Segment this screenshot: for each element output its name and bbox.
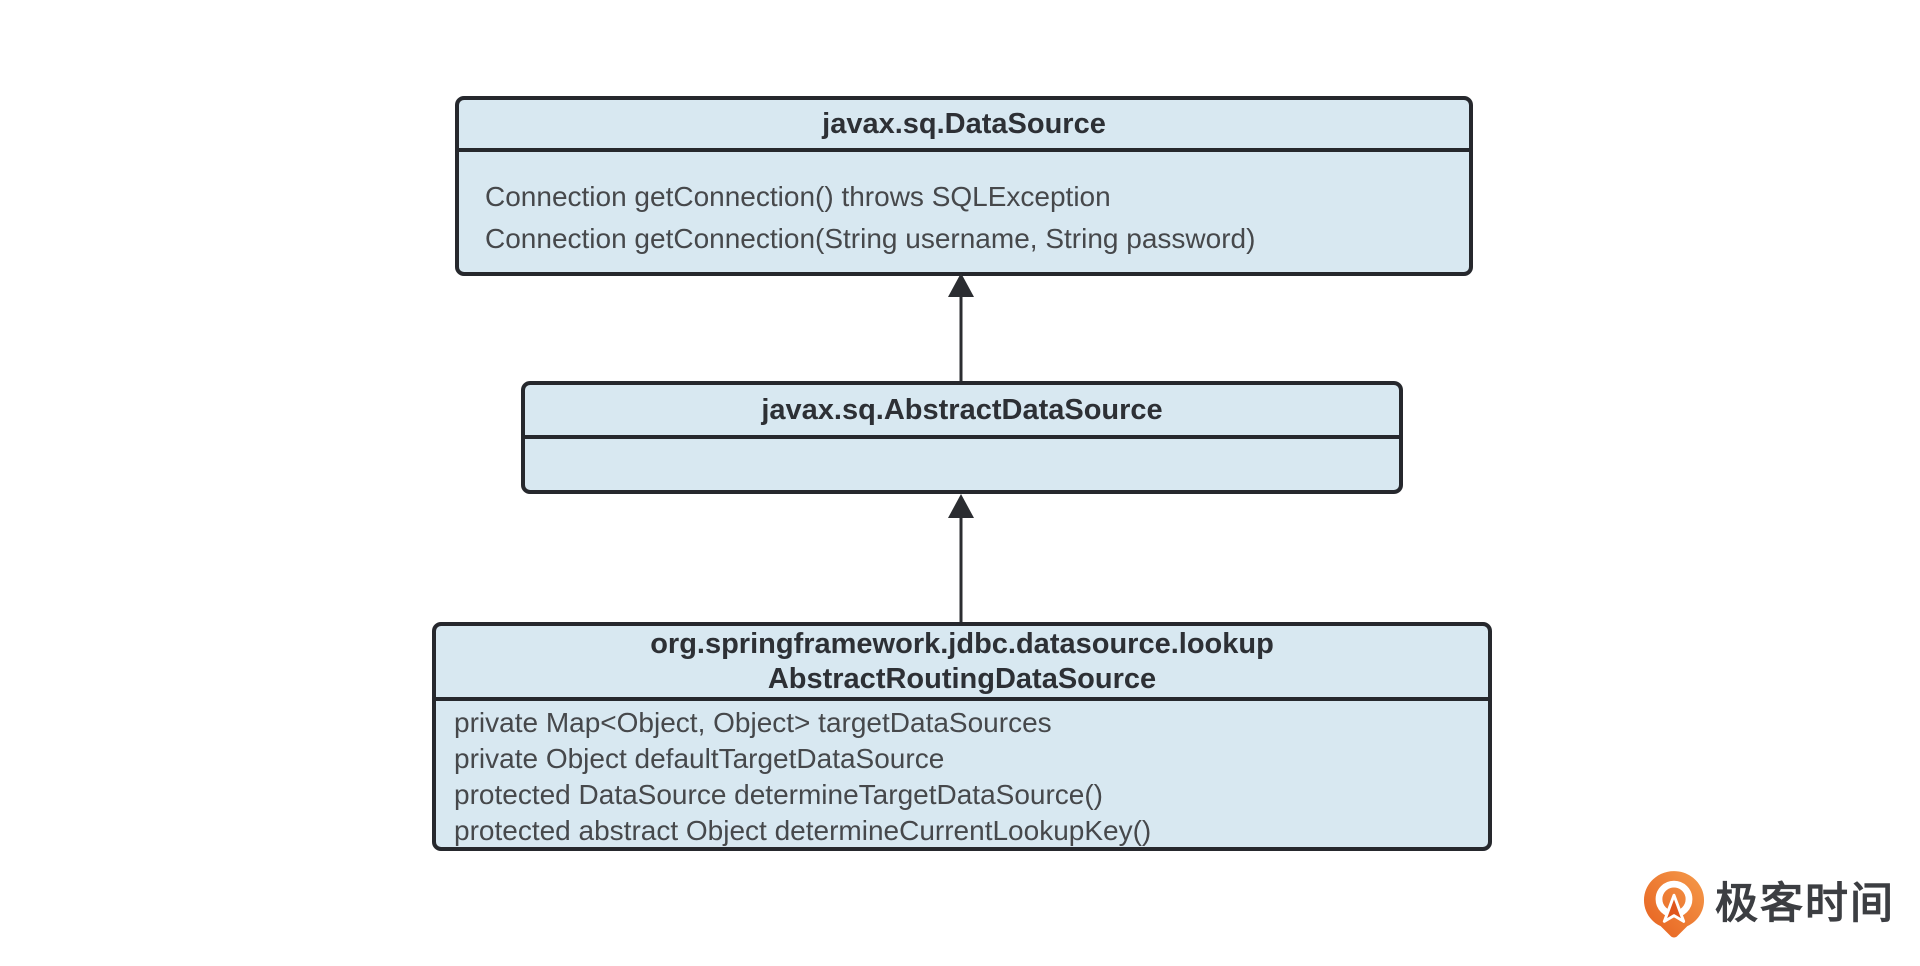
class-title-package: org.springframework.jdbc.datasource.look… xyxy=(650,627,1274,660)
class-members-empty xyxy=(525,439,1399,490)
class-box-abstractroutingdatasource: org.springframework.jdbc.datasource.look… xyxy=(432,622,1492,851)
member-line: private Map<Object, Object> targetDataSo… xyxy=(454,707,1052,738)
class-box-abstractdatasource: javax.sq.AbstractDataSource xyxy=(521,381,1403,494)
geektime-logo: 极客时间 xyxy=(1643,870,1895,938)
geektime-logo-text: 极客时间 xyxy=(1715,879,1895,928)
class-title: javax.sq.AbstractDataSource xyxy=(525,385,1399,439)
class-members: private Map<Object, Object> targetDataSo… xyxy=(436,701,1488,849)
class-members: Connection getConnection() throws SQLExc… xyxy=(459,152,1469,272)
class-title-text: javax.sq.DataSource xyxy=(822,108,1106,140)
member-line: private Object defaultTargetDataSource xyxy=(454,743,945,774)
class-box-datasource: javax.sq.DataSource Connection getConnec… xyxy=(455,96,1473,276)
arrow-shaft xyxy=(959,514,963,622)
inheritance-arrow-routingdatasource-to-abstractdatasource xyxy=(947,494,975,622)
class-title-name: AbstractRoutingDataSource xyxy=(767,662,1157,695)
member-line: protected DataSource determineTargetData… xyxy=(454,779,1104,810)
member-line: Connection getConnection(String username… xyxy=(485,223,1256,254)
arrow-shaft xyxy=(959,293,963,381)
class-title: org.springframework.jdbc.datasource.look… xyxy=(436,626,1488,701)
geektime-icon xyxy=(1643,870,1705,938)
member-line: protected abstract Object determineCurre… xyxy=(454,815,1152,846)
member-line: Connection getConnection() throws SQLExc… xyxy=(485,181,1111,212)
class-title: javax.sq.DataSource xyxy=(459,100,1469,152)
class-title-text: javax.sq.AbstractDataSource xyxy=(761,394,1163,426)
inheritance-arrow-abstractdatasource-to-datasource xyxy=(947,273,975,381)
